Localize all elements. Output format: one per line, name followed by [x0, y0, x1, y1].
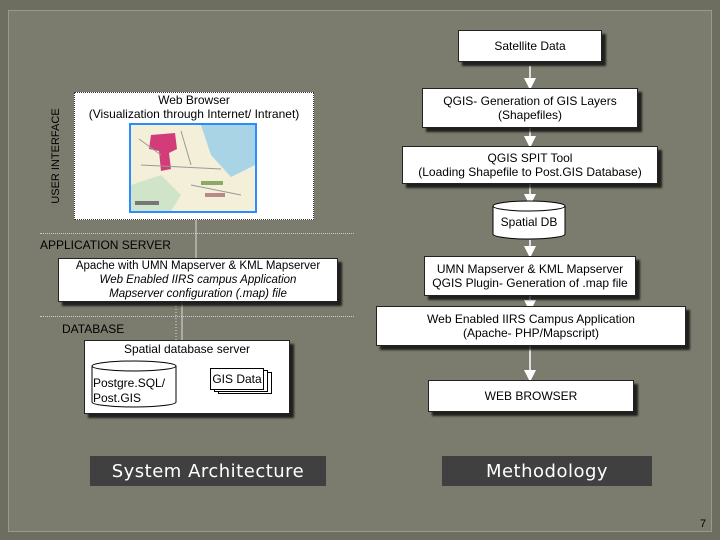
- apache-line3: Mapserver configuration (.map) file: [109, 288, 287, 300]
- spatial-db-server-label: Spatial database server: [123, 342, 251, 356]
- application-server-label: APPLICATION SERVER: [40, 238, 171, 252]
- apache-line1: Apache with UMN Mapserver & KML Mapserve…: [75, 260, 321, 272]
- qgis-spit-box: QGIS SPIT Tool (Loading Shapefile to Pos…: [402, 146, 658, 184]
- umn-line1: UMN Mapserver & KML Mapserver: [436, 262, 624, 276]
- qgis-layers-line2: (Shapefiles): [497, 108, 563, 122]
- spatial-db-label: Spatial DB: [500, 215, 558, 229]
- page-number: 7: [700, 518, 707, 530]
- database-divider: [40, 316, 354, 317]
- qgis-layers-box: QGIS- Generation of GIS Layers (Shapefil…: [422, 88, 638, 128]
- web-browser-region: Web Browser (Visualization through Inter…: [74, 92, 314, 220]
- appserver-divider: [40, 233, 354, 234]
- postgres-label: Postgre.SQL/ Post.GIS: [93, 376, 166, 405]
- methodology-title: Methodology: [442, 456, 652, 486]
- umn-line2: QGIS Plugin- Generation of .map file: [432, 276, 628, 290]
- gis-data-doc: GIS Data: [210, 368, 264, 390]
- web-browser-subtitle: (Visualization through Internet/ Intrane…: [88, 107, 300, 121]
- qgis-layers-line1: QGIS- Generation of GIS Layers: [443, 94, 617, 108]
- system-architecture-title: System Architecture: [90, 456, 326, 486]
- apache-line2: Web Enabled IIRS campus Application: [99, 274, 297, 286]
- web-browser-box: WEB BROWSER: [428, 380, 634, 412]
- qgis-spit-line1: QGIS SPIT Tool: [487, 151, 573, 165]
- database-label: DATABASE: [62, 322, 125, 336]
- campus-map-image: [131, 125, 255, 211]
- umn-mapserver-box: UMN Mapserver & KML Mapserver QGIS Plugi…: [424, 256, 636, 296]
- satellite-data-box: Satellite Data: [458, 30, 602, 62]
- web-browser-box-label: WEB BROWSER: [484, 389, 578, 403]
- campus-app-line1: Web Enabled IIRS Campus Application: [427, 312, 635, 326]
- satellite-data-label: Satellite Data: [494, 39, 566, 53]
- campus-app-box: Web Enabled IIRS Campus Application (Apa…: [376, 306, 686, 346]
- map-screenshot: [129, 123, 257, 213]
- apache-mapserver-box: Apache with UMN Mapserver & KML Mapserve…: [58, 258, 338, 302]
- qgis-spit-line2: (Loading Shapefile to Post.GIS Database): [418, 165, 642, 179]
- campus-app-line2: (Apache- PHP/Mapscript): [462, 326, 600, 340]
- web-browser-title: Web Browser: [158, 93, 230, 107]
